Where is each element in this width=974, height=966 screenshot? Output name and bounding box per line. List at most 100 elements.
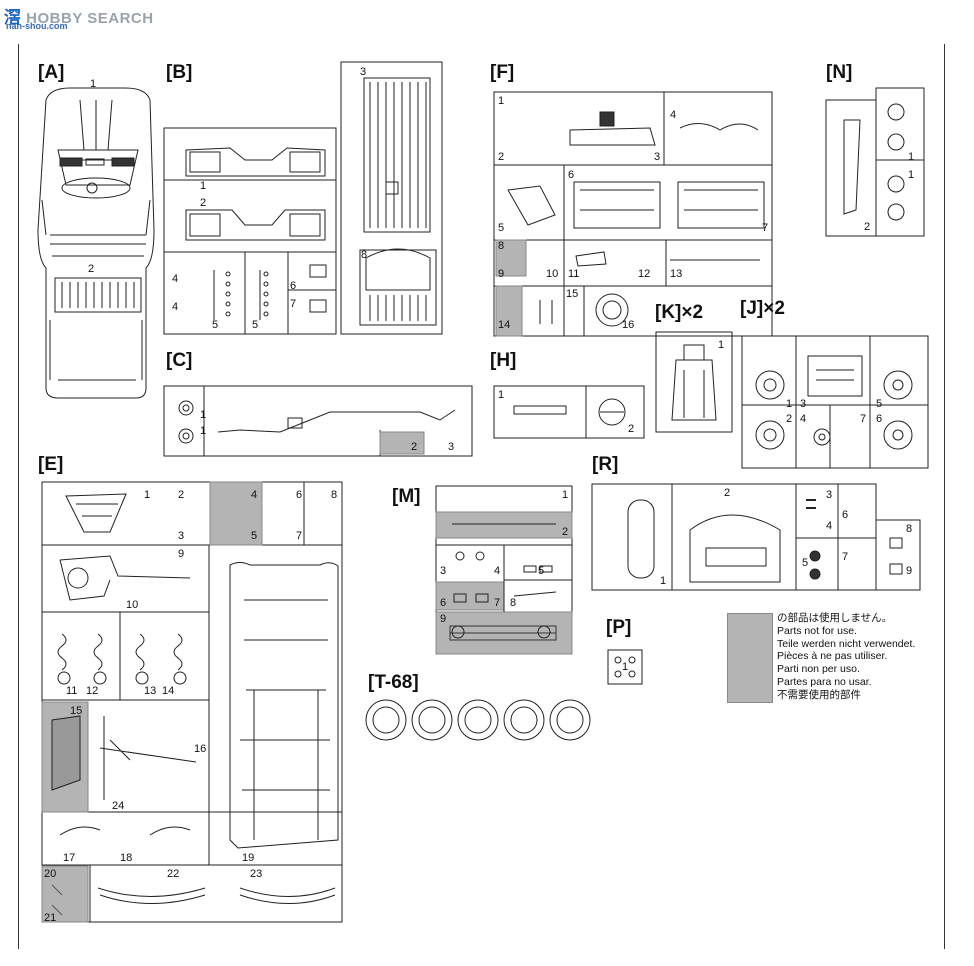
- part-number: 3: [178, 530, 185, 542]
- part-number: 5: [498, 222, 505, 234]
- part-number: 8: [361, 249, 368, 261]
- tires-drawing: [365, 699, 591, 741]
- section-label-j: [J]×2: [740, 298, 785, 319]
- part-number: 6: [290, 280, 297, 292]
- part-number: 12: [86, 685, 99, 697]
- part-number: 23: [250, 868, 263, 880]
- runner-j-drawing: [741, 335, 929, 469]
- part-number: 8: [510, 597, 517, 609]
- legend-line-fr: Pièces à ne pas utiliser.: [777, 650, 888, 663]
- part-number: 9: [440, 613, 447, 625]
- part-number: 11: [66, 685, 78, 697]
- part-number: 2: [88, 263, 95, 275]
- part-number: 3: [654, 151, 661, 163]
- runner-h-drawing: [493, 385, 645, 439]
- section-label-r: [R]: [592, 454, 619, 475]
- section-label-p: [P]: [606, 617, 632, 638]
- runner-m-drawing: [435, 485, 573, 655]
- runner-p-drawing: [607, 649, 643, 685]
- part-number: 1: [908, 169, 915, 181]
- section-label-c: [C]: [166, 350, 193, 371]
- watermark-logo: 滘 HOBBY SEARCH: [4, 8, 154, 27]
- section-label-k: [K]×2: [655, 302, 704, 323]
- legend-line-en: Parts not for use.: [777, 624, 857, 637]
- part-number: 14: [162, 685, 175, 697]
- part-number: 10: [546, 268, 559, 280]
- part-number: 5: [876, 398, 883, 410]
- part-number: 7: [860, 413, 867, 425]
- part-number: 2: [562, 526, 569, 538]
- part-number: 1: [498, 389, 505, 401]
- part-number: 4: [172, 273, 179, 285]
- part-number: 6: [296, 489, 303, 501]
- part-number: 5: [802, 557, 809, 569]
- part-number: 2: [411, 441, 418, 453]
- part-number: 3: [826, 489, 833, 501]
- part-number: 1: [90, 78, 97, 90]
- part-number: 13: [144, 685, 157, 697]
- part-number: 20: [44, 868, 57, 880]
- part-number: 5: [251, 530, 258, 542]
- part-number: 17: [63, 852, 76, 864]
- not-for-use-legend: の部品は使用しません。 Parts not for use. Teile wer…: [777, 612, 915, 702]
- part-number: 9: [906, 565, 913, 577]
- part-number: 2: [498, 151, 505, 163]
- part-number: 6: [568, 169, 575, 181]
- part-number: 3: [440, 565, 447, 577]
- legend-line-de: Teile werden nicht verwendet.: [777, 637, 916, 650]
- part-number: 4: [494, 565, 501, 577]
- part-number: 22: [167, 868, 180, 880]
- part-number: 1: [908, 151, 915, 163]
- part-number: 1: [200, 409, 207, 421]
- legend-line-zh: 不需要使用的部件: [777, 688, 861, 701]
- part-number: 8: [906, 523, 913, 535]
- part-number: 7: [762, 222, 769, 234]
- section-label-h: [H]: [490, 350, 517, 371]
- part-number: 6: [842, 509, 849, 521]
- part-number: 14: [498, 319, 511, 331]
- part-number: 7: [290, 298, 297, 310]
- part-number: 7: [842, 551, 849, 563]
- legend-line-es: Partes para no usar.: [777, 675, 872, 688]
- part-number: 1: [786, 398, 793, 410]
- part-number: 3: [360, 66, 367, 78]
- part-number: 1: [200, 180, 207, 192]
- not-for-use-swatch: [727, 613, 773, 703]
- part-number: 3: [800, 398, 807, 410]
- part-number: 1: [562, 489, 569, 501]
- runner-f-drawing: [493, 91, 773, 337]
- part-number: 1: [622, 661, 629, 673]
- part-number: 2: [864, 221, 871, 233]
- runner-r-drawing: [591, 483, 921, 591]
- part-number: 12: [638, 268, 651, 280]
- part-number: 19: [242, 852, 255, 864]
- part-number: 1: [718, 339, 725, 351]
- section-label-f: [F]: [490, 62, 515, 83]
- part-number: 4: [826, 520, 833, 532]
- part-number: 8: [331, 489, 338, 501]
- part-number: 1: [144, 489, 151, 501]
- part-number: 11: [568, 268, 580, 280]
- section-label-t68: [T-68]: [368, 672, 419, 693]
- part-number: 15: [566, 288, 579, 300]
- part-number: 1: [200, 425, 207, 437]
- part-number: 2: [724, 487, 731, 499]
- part-number: 21: [44, 912, 57, 924]
- runner-k-drawing: [655, 331, 733, 433]
- runner-b-drawing: [163, 61, 443, 335]
- part-number: 4: [800, 413, 807, 425]
- part-number: 24: [112, 800, 125, 812]
- part-number: 5: [252, 319, 259, 331]
- section-label-n: [N]: [826, 62, 853, 83]
- part-number: 6: [876, 413, 883, 425]
- runner-c-drawing: [163, 385, 473, 457]
- part-number: 1: [498, 95, 505, 107]
- part-number: 15: [70, 705, 83, 717]
- part-number: 18: [120, 852, 133, 864]
- part-number: 2: [628, 423, 635, 435]
- part-number: 7: [494, 597, 501, 609]
- part-number: 2: [200, 197, 207, 209]
- runner-n-drawing: [825, 87, 925, 237]
- legend-line-ja: の部品は使用しません。: [777, 612, 893, 624]
